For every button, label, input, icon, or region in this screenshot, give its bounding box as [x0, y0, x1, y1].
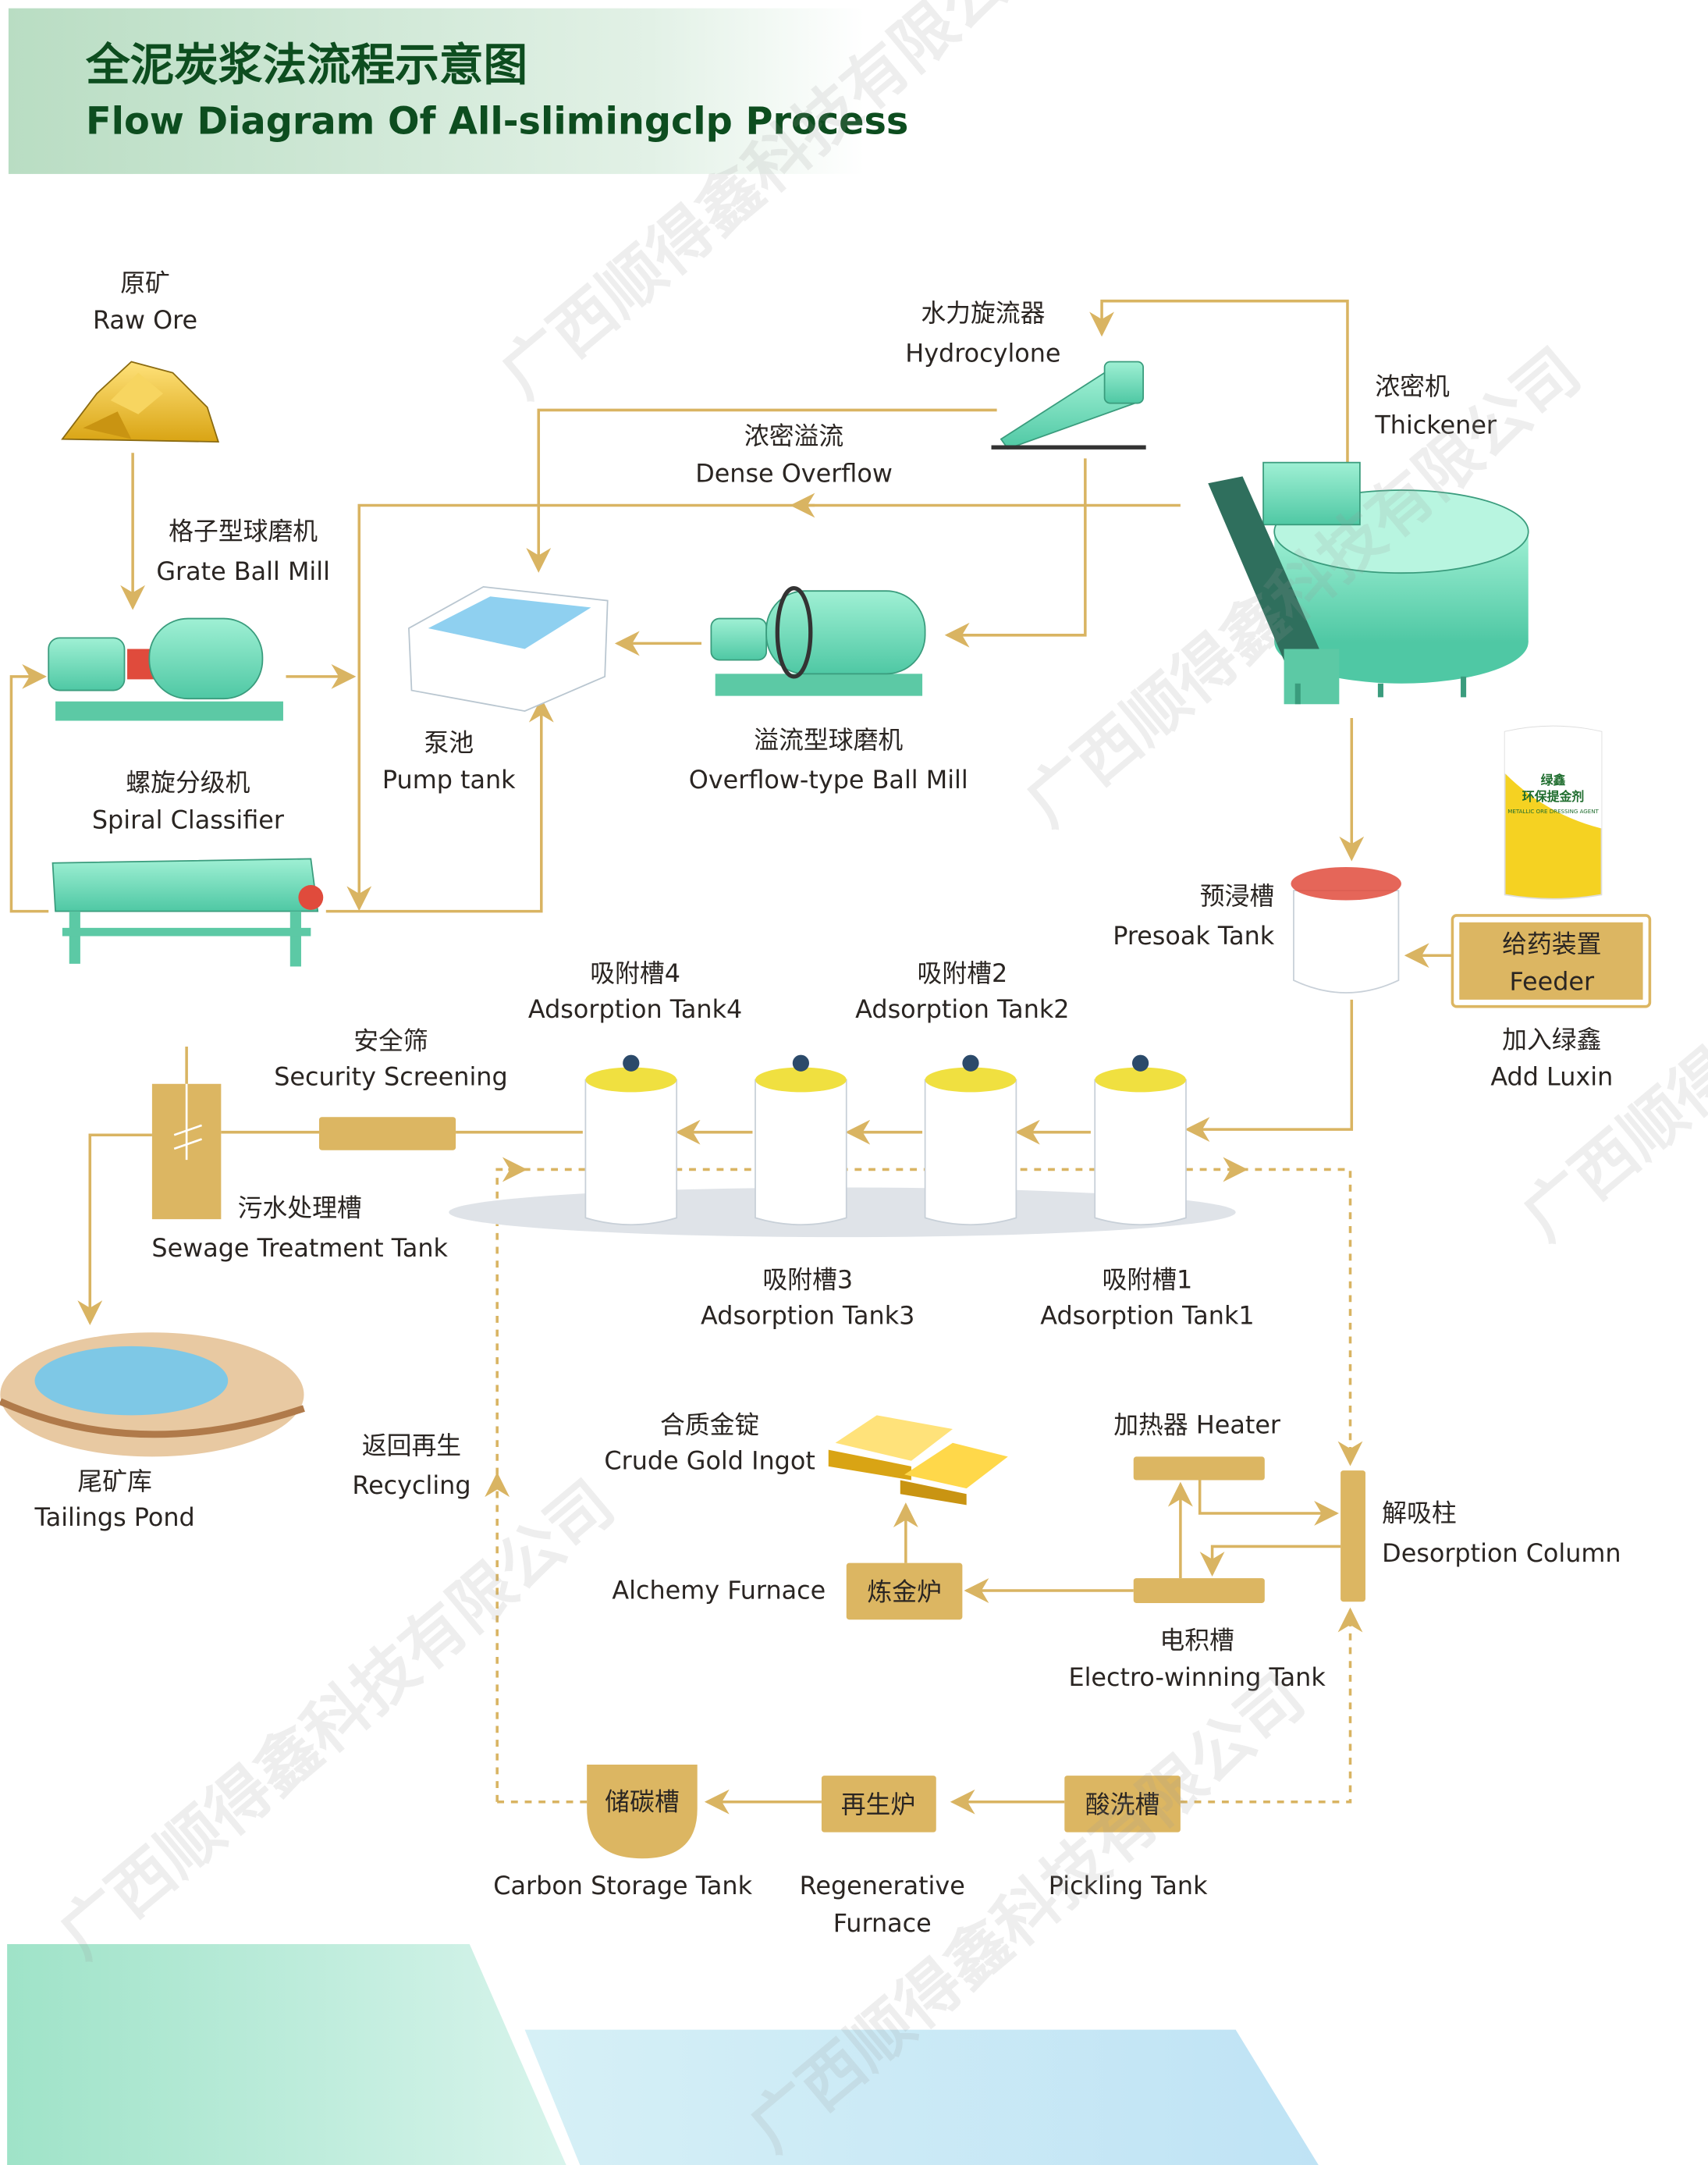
bag-name: 环保提金剂 — [1522, 789, 1585, 804]
presoak-tank-icon — [1291, 867, 1401, 994]
dense-overflow-label-en: Dense Overflow — [695, 458, 893, 488]
spiral-classifier-label-en: Spiral Classifier — [92, 805, 285, 834]
pickling-tank-label-en: Pickling Tank — [1049, 1871, 1208, 1900]
spiral-classifier-icon — [51, 858, 324, 967]
desorption-column-box — [1340, 1470, 1365, 1602]
pickling-tank-label-cn: 酸洗槽 — [1085, 1790, 1160, 1819]
luxin-product-bag: 绿鑫 环保提金剂 METALLIC ORE DRESSING AGENT — [1504, 725, 1603, 900]
thickener-label-cn: 浓密机 — [1375, 371, 1450, 401]
pickling-tank-box — [1064, 1776, 1181, 1833]
sewage-tank-label-cn: 污水处理槽 — [238, 1193, 362, 1223]
raw-ore-label-en: Raw Ore — [93, 305, 197, 335]
adsorption-tank4-label-cn: 吸附槽4 — [590, 958, 680, 988]
tailings-pond-label-en: Tailings Pond — [34, 1502, 195, 1532]
adsorption-tank3-label-en: Adsorption Tank3 — [701, 1301, 914, 1331]
dense-overflow-label-cn: 浓密溢流 — [744, 421, 843, 451]
feeder-label-en: Feeder — [1509, 966, 1595, 996]
feeder-box: 给药装置 Feeder — [1451, 914, 1652, 1008]
adsorption-tank3-icon — [755, 1054, 847, 1226]
electro-winning-tank-box — [1133, 1578, 1265, 1603]
crude-gold-ingot-label-en: Crude Gold Ingot — [604, 1445, 815, 1475]
gold-ingot-icon — [828, 1415, 1008, 1506]
electro-winning-label-cn: 电积槽 — [1159, 1625, 1234, 1655]
adsorption-tank1-label-cn: 吸附槽1 — [1103, 1265, 1193, 1295]
recycling-label-en: Recycling — [352, 1470, 470, 1500]
thickener-icon — [1208, 461, 1529, 705]
grate-ball-mill-icon — [48, 617, 283, 721]
security-screening-box — [318, 1117, 456, 1150]
flow-lines — [9, 299, 1453, 1815]
add-luxin-label-en: Add Luxin — [1490, 1062, 1613, 1092]
desorption-column-label-cn: 解吸柱 — [1382, 1498, 1457, 1528]
pump-tank-label-cn: 泵池 — [424, 727, 474, 757]
adsorption-tank4-icon — [584, 1054, 678, 1226]
sewage-treatment-tank-box — [151, 1047, 222, 1220]
regenerative-furnace-label-en2: Furnace — [833, 1908, 932, 1938]
heater-label: 加热器 Heater — [1113, 1410, 1281, 1439]
title-en: Flow Diagram Of All-slimingclp Process — [86, 101, 908, 144]
hydrocyclone-label-en: Hydrocylone — [905, 339, 1060, 368]
heater-box — [1133, 1456, 1265, 1481]
regenerative-furnace-box — [821, 1776, 936, 1833]
adsorption-tank1-label-en: Adsorption Tank1 — [1040, 1301, 1254, 1331]
presoak-tank-label-cn: 预浸槽 — [1200, 881, 1275, 911]
tailings-pond-label-cn: 尾矿库 — [77, 1466, 152, 1496]
hydrocyclone-icon — [991, 361, 1146, 450]
add-luxin-label-cn: 加入绿鑫 — [1502, 1025, 1601, 1054]
bag-subtitle: METALLIC ORE DRESSING AGENT — [1507, 808, 1599, 815]
feeder-label-cn: 给药装置 — [1502, 930, 1601, 959]
header-band — [8, 8, 865, 174]
thickener-label-en: Thickener — [1374, 411, 1497, 440]
carbon-storage-label-en: Carbon Storage Tank — [493, 1871, 752, 1900]
hydrocyclone-label-cn: 水力旋流器 — [921, 298, 1045, 328]
raw-ore-pile-icon — [61, 361, 220, 443]
tailings-pond-icon — [0, 1332, 305, 1457]
pump-tank-label-en: Pump tank — [382, 765, 516, 795]
alchemy-furnace-label-en: Alchemy Furnace — [612, 1576, 826, 1605]
security-screening-label-en: Security Screening — [274, 1062, 507, 1092]
carbon-storage-tank-shape — [587, 1764, 698, 1859]
overflow-ball-mill-label-cn: 溢流型球磨机 — [754, 725, 903, 755]
overflow-ball-mill-label-en: Overflow-type Ball Mill — [689, 765, 968, 795]
security-screening-label-cn: 安全筛 — [353, 1026, 428, 1056]
adsorption-tank2-label-en: Adsorption Tank2 — [855, 994, 1069, 1024]
sewage-tank-label-en: Sewage Treatment Tank — [151, 1233, 448, 1263]
presoak-tank-label-en: Presoak Tank — [1113, 921, 1275, 951]
title-cn: 全泥炭浆法流程示意图 — [85, 40, 527, 91]
pump-tank-icon — [408, 585, 609, 713]
adsorption-tank4-label-en: Adsorption Tank4 — [528, 994, 742, 1024]
regenerative-furnace-label-en1: Regenerative — [800, 1871, 965, 1900]
grate-ball-mill-label-en: Grate Ball Mill — [156, 556, 330, 586]
crude-gold-ingot-label-cn: 合质金锭 — [660, 1410, 759, 1439]
desorption-column-label-en: Desorption Column — [1382, 1538, 1621, 1568]
adsorption-tank1-icon — [1094, 1054, 1187, 1226]
adsorption-tank2-icon — [924, 1054, 1017, 1226]
header: 全泥炭浆法流程示意图 Flow Diagram Of All-slimingcl… — [8, 8, 908, 174]
footer-band-blue — [524, 2029, 1319, 2165]
adsorption-tank3-label-cn: 吸附槽3 — [762, 1265, 853, 1295]
alchemy-furnace-box — [846, 1562, 963, 1620]
grate-ball-mill-label-cn: 格子型球磨机 — [169, 517, 318, 546]
adsorption-tank2-label-cn: 吸附槽2 — [918, 958, 1008, 988]
spiral-classifier-label-cn: 螺旋分级机 — [126, 768, 250, 798]
electro-winning-label-en: Electro-winning Tank — [1068, 1662, 1326, 1692]
recycling-label-cn: 返回再生 — [362, 1431, 461, 1460]
alchemy-furnace-label-cn: 炼金炉 — [867, 1577, 942, 1606]
bag-brand: 绿鑫 — [1541, 773, 1566, 787]
footer-band-green — [7, 1943, 566, 2165]
carbon-storage-label-cn: 储碳槽 — [605, 1786, 680, 1816]
overflow-ball-mill-icon — [710, 585, 926, 696]
raw-ore-label-cn: 原矿 — [120, 268, 170, 297]
regenerative-furnace-label-cn: 再生炉 — [841, 1790, 916, 1819]
